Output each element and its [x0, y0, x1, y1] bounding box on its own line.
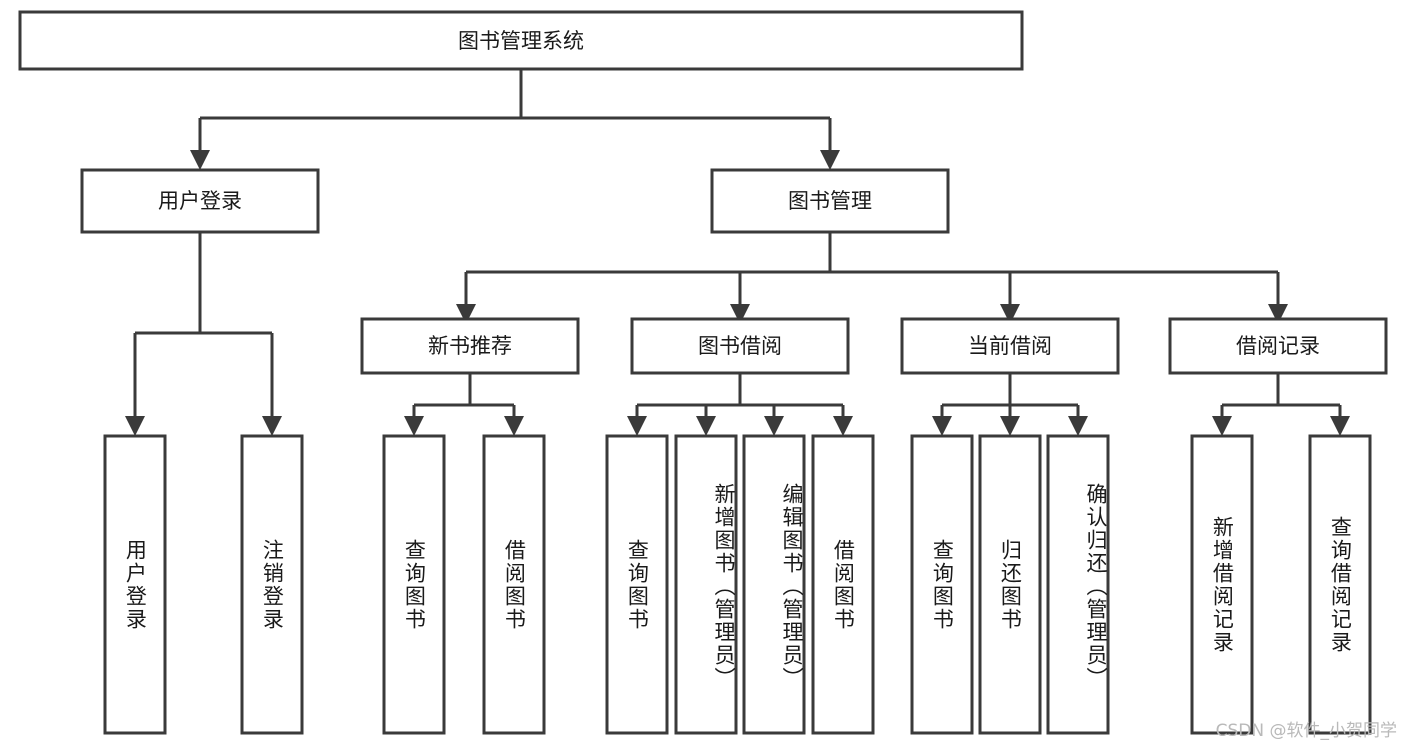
node-current-borrow[interactable]: 当前借阅 — [900, 317, 1120, 375]
arrow-book-borrow-l4 — [833, 416, 853, 436]
node-book-borrow[interactable]: 图书借阅 — [630, 317, 850, 375]
arrow-book-mgmt-c1 — [456, 304, 476, 324]
node-new-book-recommend-label: 新书推荐 — [428, 334, 512, 358]
leaf-box-current-borrow-2[interactable] — [978, 434, 1042, 735]
leaf-box-borrow-record-2[interactable] — [1308, 434, 1372, 735]
connector-group-borrow-record — [1212, 373, 1350, 436]
arrow-current-borrow-l1 — [932, 416, 952, 436]
connector-group-user-login — [125, 232, 282, 436]
node-user-login-label: 用户登录 — [158, 189, 242, 213]
node-borrow-record[interactable]: 借阅记录 — [1168, 317, 1388, 375]
arrow-book-mgmt-c3 — [1000, 304, 1020, 324]
leaf-box-current-borrow-3[interactable] — [1046, 434, 1110, 735]
node-book-borrow-label: 图书借阅 — [698, 334, 782, 358]
node-book-borrow-box[interactable] — [630, 317, 850, 375]
connector-group-root — [190, 69, 840, 170]
leaf-box-book-borrow-3[interactable] — [742, 434, 806, 735]
connector-group-book-borrow — [627, 373, 853, 436]
arrow-borrow-record-l2 — [1330, 416, 1350, 436]
leaf-box-book-borrow-1[interactable] — [605, 434, 669, 735]
leaf-box-user-login-2[interactable] — [240, 434, 304, 735]
node-root[interactable]: 图书管理系统 — [18, 10, 1024, 71]
node-user-login-box[interactable] — [80, 168, 320, 234]
leaf-box-book-borrow-2[interactable] — [674, 434, 738, 735]
node-root-box[interactable] — [18, 10, 1024, 71]
node-user-login[interactable]: 用户登录 — [80, 168, 320, 234]
leaf-box-new-book-1[interactable] — [382, 434, 446, 735]
arrow-book-mgmt-c4 — [1268, 304, 1288, 324]
leaf-box-book-borrow-4[interactable] — [811, 434, 875, 735]
arrow-book-borrow-l1 — [627, 416, 647, 436]
arrow-current-borrow-l2 — [1000, 416, 1020, 436]
arrow-book-mgmt-c2 — [730, 304, 750, 324]
node-book-management[interactable]: 图书管理 — [710, 168, 950, 234]
leaf-box-new-book-2[interactable] — [482, 434, 546, 735]
arrow-root-to-user-login — [190, 150, 210, 170]
node-new-book-recommend-box[interactable] — [360, 317, 580, 375]
node-book-management-label: 图书管理 — [788, 189, 872, 213]
node-current-borrow-label: 当前借阅 — [968, 334, 1052, 358]
node-new-book-recommend[interactable]: 新书推荐 — [360, 317, 580, 375]
leaf-boxes — [103, 434, 1372, 735]
arrow-borrow-record-l1 — [1212, 416, 1232, 436]
leaf-box-current-borrow-1[interactable] — [910, 434, 974, 735]
arrow-current-borrow-l3 — [1068, 416, 1088, 436]
watermark-text: CSDN @软件_小贺同学 — [1215, 721, 1397, 741]
arrow-book-borrow-l2 — [696, 416, 716, 436]
node-borrow-record-label: 借阅记录 — [1236, 334, 1320, 358]
node-root-label: 图书管理系统 — [458, 29, 584, 53]
connector-group-new-book — [404, 373, 524, 436]
leaf-box-borrow-record-1[interactable] — [1190, 434, 1254, 735]
node-book-management-box[interactable] — [710, 168, 950, 234]
node-borrow-record-box[interactable] — [1168, 317, 1388, 375]
arrow-book-borrow-l3 — [764, 416, 784, 436]
arrow-user-login-l1 — [125, 416, 145, 436]
node-current-borrow-box[interactable] — [900, 317, 1120, 375]
arrow-new-book-l2 — [504, 416, 524, 436]
connector-group-current-borrow — [932, 373, 1088, 436]
arrow-user-login-l2 — [262, 416, 282, 436]
leaf-box-user-login-1[interactable] — [103, 434, 167, 735]
arrow-root-to-book-mgmt — [820, 150, 840, 170]
arrow-new-book-l1 — [404, 416, 424, 436]
connector-group-book-mgmt — [456, 232, 1288, 324]
